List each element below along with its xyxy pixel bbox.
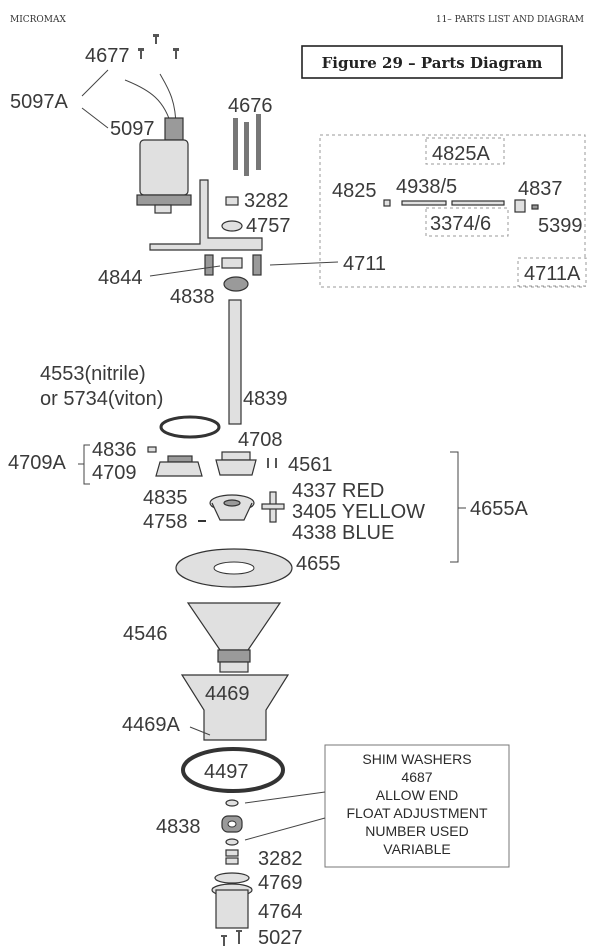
pins-4561 xyxy=(267,458,277,468)
label-box-3374-6 xyxy=(425,207,509,237)
label-4337: 4337 RED xyxy=(292,480,384,502)
label-4758: 4758 xyxy=(143,511,188,533)
screws-4676 xyxy=(233,114,261,176)
label-4938-5: 4938/5 xyxy=(396,176,457,198)
bracket-4711 xyxy=(149,179,263,276)
label-5097A: 5097A xyxy=(10,91,68,113)
screws-5027 xyxy=(221,930,242,946)
label-3374-6: 3374/6 xyxy=(430,213,491,235)
gasket-4497 xyxy=(181,747,285,793)
washer-4757 xyxy=(221,220,243,232)
label-4839: 4839 xyxy=(243,388,288,410)
label-4708: 4708 xyxy=(238,429,283,451)
header-left: MICROMAX xyxy=(10,15,67,25)
part-4758 xyxy=(198,520,206,522)
note-line-2: 4687 xyxy=(401,769,432,785)
bearing-4838-top xyxy=(223,276,249,292)
label-4825: 4825 xyxy=(332,180,377,202)
label-4561: 4561 xyxy=(288,454,333,476)
label-4709: 4709 xyxy=(92,462,137,484)
leader-4844 xyxy=(149,265,221,277)
label-4711A: 4711A xyxy=(524,263,581,285)
spacer-3282-bottom xyxy=(225,849,239,865)
leader-shim xyxy=(244,791,326,841)
label-box-4825A xyxy=(425,137,505,165)
label-4764: 4764 xyxy=(258,901,303,923)
label-4769: 4769 xyxy=(258,872,303,894)
washer-4769 xyxy=(214,872,250,884)
options-box xyxy=(319,134,586,288)
hub-4835 xyxy=(209,494,255,521)
label-3282-top: 3282 xyxy=(244,190,289,212)
figure-title-box xyxy=(301,45,563,79)
oring-4553 xyxy=(159,415,221,439)
note-line-1: SHIM WASHERS xyxy=(362,751,471,767)
label-4835: 4835 xyxy=(143,487,188,509)
motor-5097 xyxy=(124,73,192,214)
note-line-6: VARIABLE xyxy=(383,841,450,857)
label-4655: 4655 xyxy=(296,553,341,575)
note-line-5: NUMBER USED xyxy=(365,823,468,839)
seal-4708 xyxy=(215,451,257,476)
shim-note-box xyxy=(324,744,510,868)
leader-4469A xyxy=(189,726,211,736)
label-4497: 4497 xyxy=(204,761,249,783)
note-line-4: FLOAT ADJUSTMENT xyxy=(346,805,488,821)
label-5734: or 5734(viton) xyxy=(40,388,163,410)
label-4655A: 4655A xyxy=(470,498,528,520)
screws-4677 xyxy=(138,34,179,59)
sleeve-4764 xyxy=(211,883,253,929)
bracket-4655A xyxy=(450,451,466,563)
shim-washer-lower xyxy=(225,838,239,846)
label-3282-bottom: 3282 xyxy=(258,848,303,870)
label-4553: 4553(nitrile) xyxy=(40,363,146,385)
label-4338: 4338 BLUE xyxy=(292,522,394,544)
bracket-4709A xyxy=(78,444,90,485)
label-box-4711A xyxy=(517,257,587,287)
label-4836: 4836 xyxy=(92,439,137,461)
shim-note: SHIM WASHERS 4687 ALLOW END FLOAT ADJUST… xyxy=(346,751,488,857)
label-4711: 4711 xyxy=(343,253,386,275)
bearing-4838-bottom xyxy=(221,815,243,833)
leader-5097A xyxy=(81,69,109,129)
shim-washer-upper xyxy=(225,799,239,807)
label-4709A: 4709A xyxy=(8,452,66,474)
label-4677: 4677 xyxy=(85,45,130,67)
label-4469: 4469 xyxy=(205,683,250,705)
label-4546: 4546 xyxy=(123,623,168,645)
shaft-4839 xyxy=(228,299,242,425)
figure-title: Figure 29 – Parts Diagram xyxy=(322,54,543,72)
cone-4546 xyxy=(186,602,282,663)
options-parts xyxy=(383,199,539,213)
label-4676: 4676 xyxy=(228,95,273,117)
note-line-3: ALLOW END xyxy=(376,787,458,803)
cone-4469 xyxy=(180,661,290,741)
label-3405: 3405 YELLOW xyxy=(292,501,425,523)
label-4469A: 4469A xyxy=(122,714,180,736)
spacer-3282-top xyxy=(225,196,239,206)
label-5399: 5399 xyxy=(538,215,583,237)
label-4825A: 4825A xyxy=(432,143,490,165)
seal-4709 xyxy=(155,455,203,477)
label-5097: 5097 xyxy=(110,118,155,140)
disc-4655 xyxy=(175,548,293,588)
label-4838-bottom: 4838 xyxy=(156,816,201,838)
label-4844: 4844 xyxy=(98,267,143,289)
part-4836 xyxy=(147,446,157,453)
header-right: 11– PARTS LIST AND DIAGRAM xyxy=(436,15,584,25)
label-4757: 4757 xyxy=(246,215,291,237)
float-pin xyxy=(261,491,285,523)
label-4837: 4837 xyxy=(518,178,563,200)
leader-4711 xyxy=(269,261,339,266)
label-5027: 5027 xyxy=(258,927,303,949)
label-4838-top: 4838 xyxy=(170,286,215,308)
